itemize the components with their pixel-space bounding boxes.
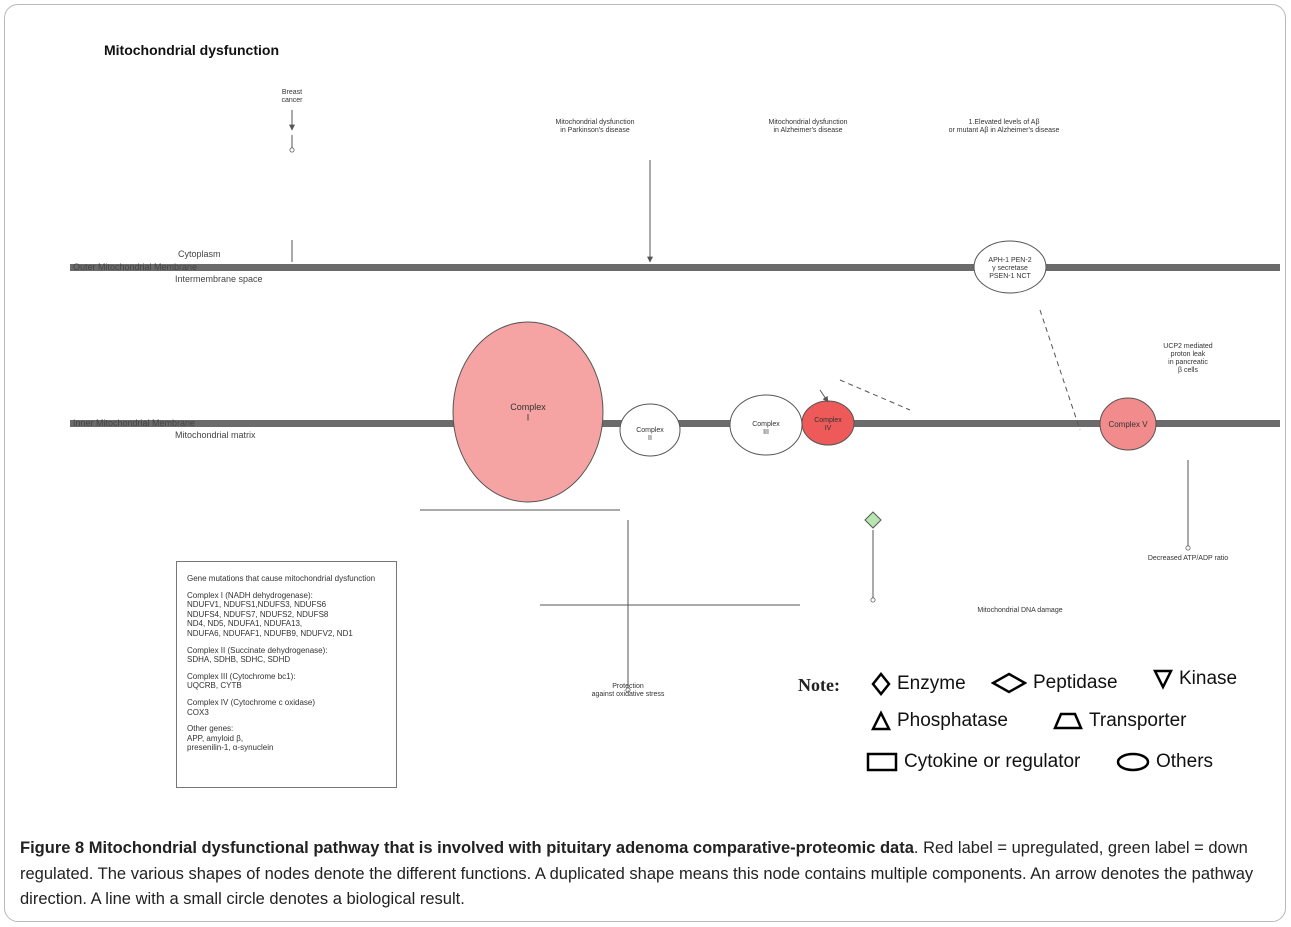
decreased-atp-text: Decreased ATP/ADP ratio — [1148, 555, 1228, 562]
figure-frame — [4, 4, 1286, 922]
up-triangle-icon — [871, 710, 891, 731]
legend-phosphatase: Phosphatase — [871, 710, 1008, 732]
complex-v-label: Complex V — [1108, 420, 1148, 429]
intermembrane-label: Intermembrane space — [175, 274, 263, 284]
trapezoid-icon — [1053, 712, 1083, 730]
legend: Note: Enzyme Peptidase Kinase Phosphatas… — [798, 664, 1258, 784]
figure-caption: Figure 8 Mitochondrial dysfunctional pat… — [20, 836, 1270, 913]
wide-diamond-icon — [991, 672, 1027, 694]
gene-box-complex-iii: Complex III (Cytochrome bc1): UQCRB, CYT… — [187, 671, 296, 691]
down-triangle-icon — [1153, 669, 1173, 690]
gene-box-complex-iv: Complex IV (Cytochrome c oxidase) COX3 — [187, 697, 316, 717]
complex-v-node — [1099, 397, 1157, 451]
legend-peptidase: Peptidase — [991, 672, 1118, 694]
gamma-secretase-node — [973, 240, 1047, 294]
gpx4-node — [864, 511, 882, 529]
gene-box-complex-i: Complex I (NADH dehydrogenase): NDUFV1, … — [187, 590, 353, 638]
diagram-title: Mitochondrial dysfunction — [104, 42, 279, 58]
diamond-icon — [871, 672, 891, 696]
complex-ii-node — [619, 403, 681, 457]
legend-peptidase-label: Peptidase — [1033, 672, 1118, 693]
legend-phosphatase-label: Phosphatase — [897, 710, 1008, 731]
outer-membrane-label: Outer Mitochondrial Membrane — [73, 262, 197, 272]
legend-enzyme-label: Enzyme — [897, 673, 966, 694]
legend-transporter-label: Transporter — [1089, 710, 1187, 731]
complex-i-node — [452, 321, 604, 503]
legend-enzyme: Enzyme — [871, 672, 966, 696]
caption-text: . Red label = upregulated, green label =… — [20, 839, 1254, 909]
gene-box-complex-ii: Complex II (Succinate dehydrogenase): SD… — [187, 645, 328, 665]
ellipse-icon — [1116, 752, 1150, 772]
pathway-diagram: Cytoplasm Outer Mitochondrial Membrane I… — [70, 89, 1280, 698]
legend-cytokine-label: Cytokine or regulator — [904, 751, 1081, 772]
gene-box-other: Other genes: APP, amyloid β, presenilin-… — [187, 724, 274, 753]
legend-others: Others — [1116, 751, 1213, 773]
matrix-label: Mitochondrial matrix — [175, 430, 256, 440]
caption-label: Figure 8 Mitochondrial dysfunctional pat… — [20, 839, 914, 857]
outer-membrane — [70, 264, 1280, 271]
legend-kinase-label: Kinase — [1179, 668, 1238, 689]
legend-kinase: Kinase — [1153, 668, 1237, 690]
legend-others-label: Others — [1156, 751, 1214, 772]
legend-transporter: Transporter — [1053, 710, 1187, 732]
rectangle-icon — [866, 752, 898, 772]
cytoplasm-label: Cytoplasm — [178, 249, 221, 259]
legend-note: Note: — [798, 675, 840, 695]
inner-membrane-label: Inner Mitochondrial Membrane — [73, 418, 195, 428]
gene-mutations-box: Gene mutations that cause mitochondrial … — [176, 561, 397, 788]
legend-cytokine: Cytokine or regulator — [866, 751, 1080, 773]
dna-damage-text: Mitochondrial DNA damage — [977, 607, 1062, 614]
gene-box-title: Gene mutations that cause mitochondrial … — [187, 574, 376, 583]
